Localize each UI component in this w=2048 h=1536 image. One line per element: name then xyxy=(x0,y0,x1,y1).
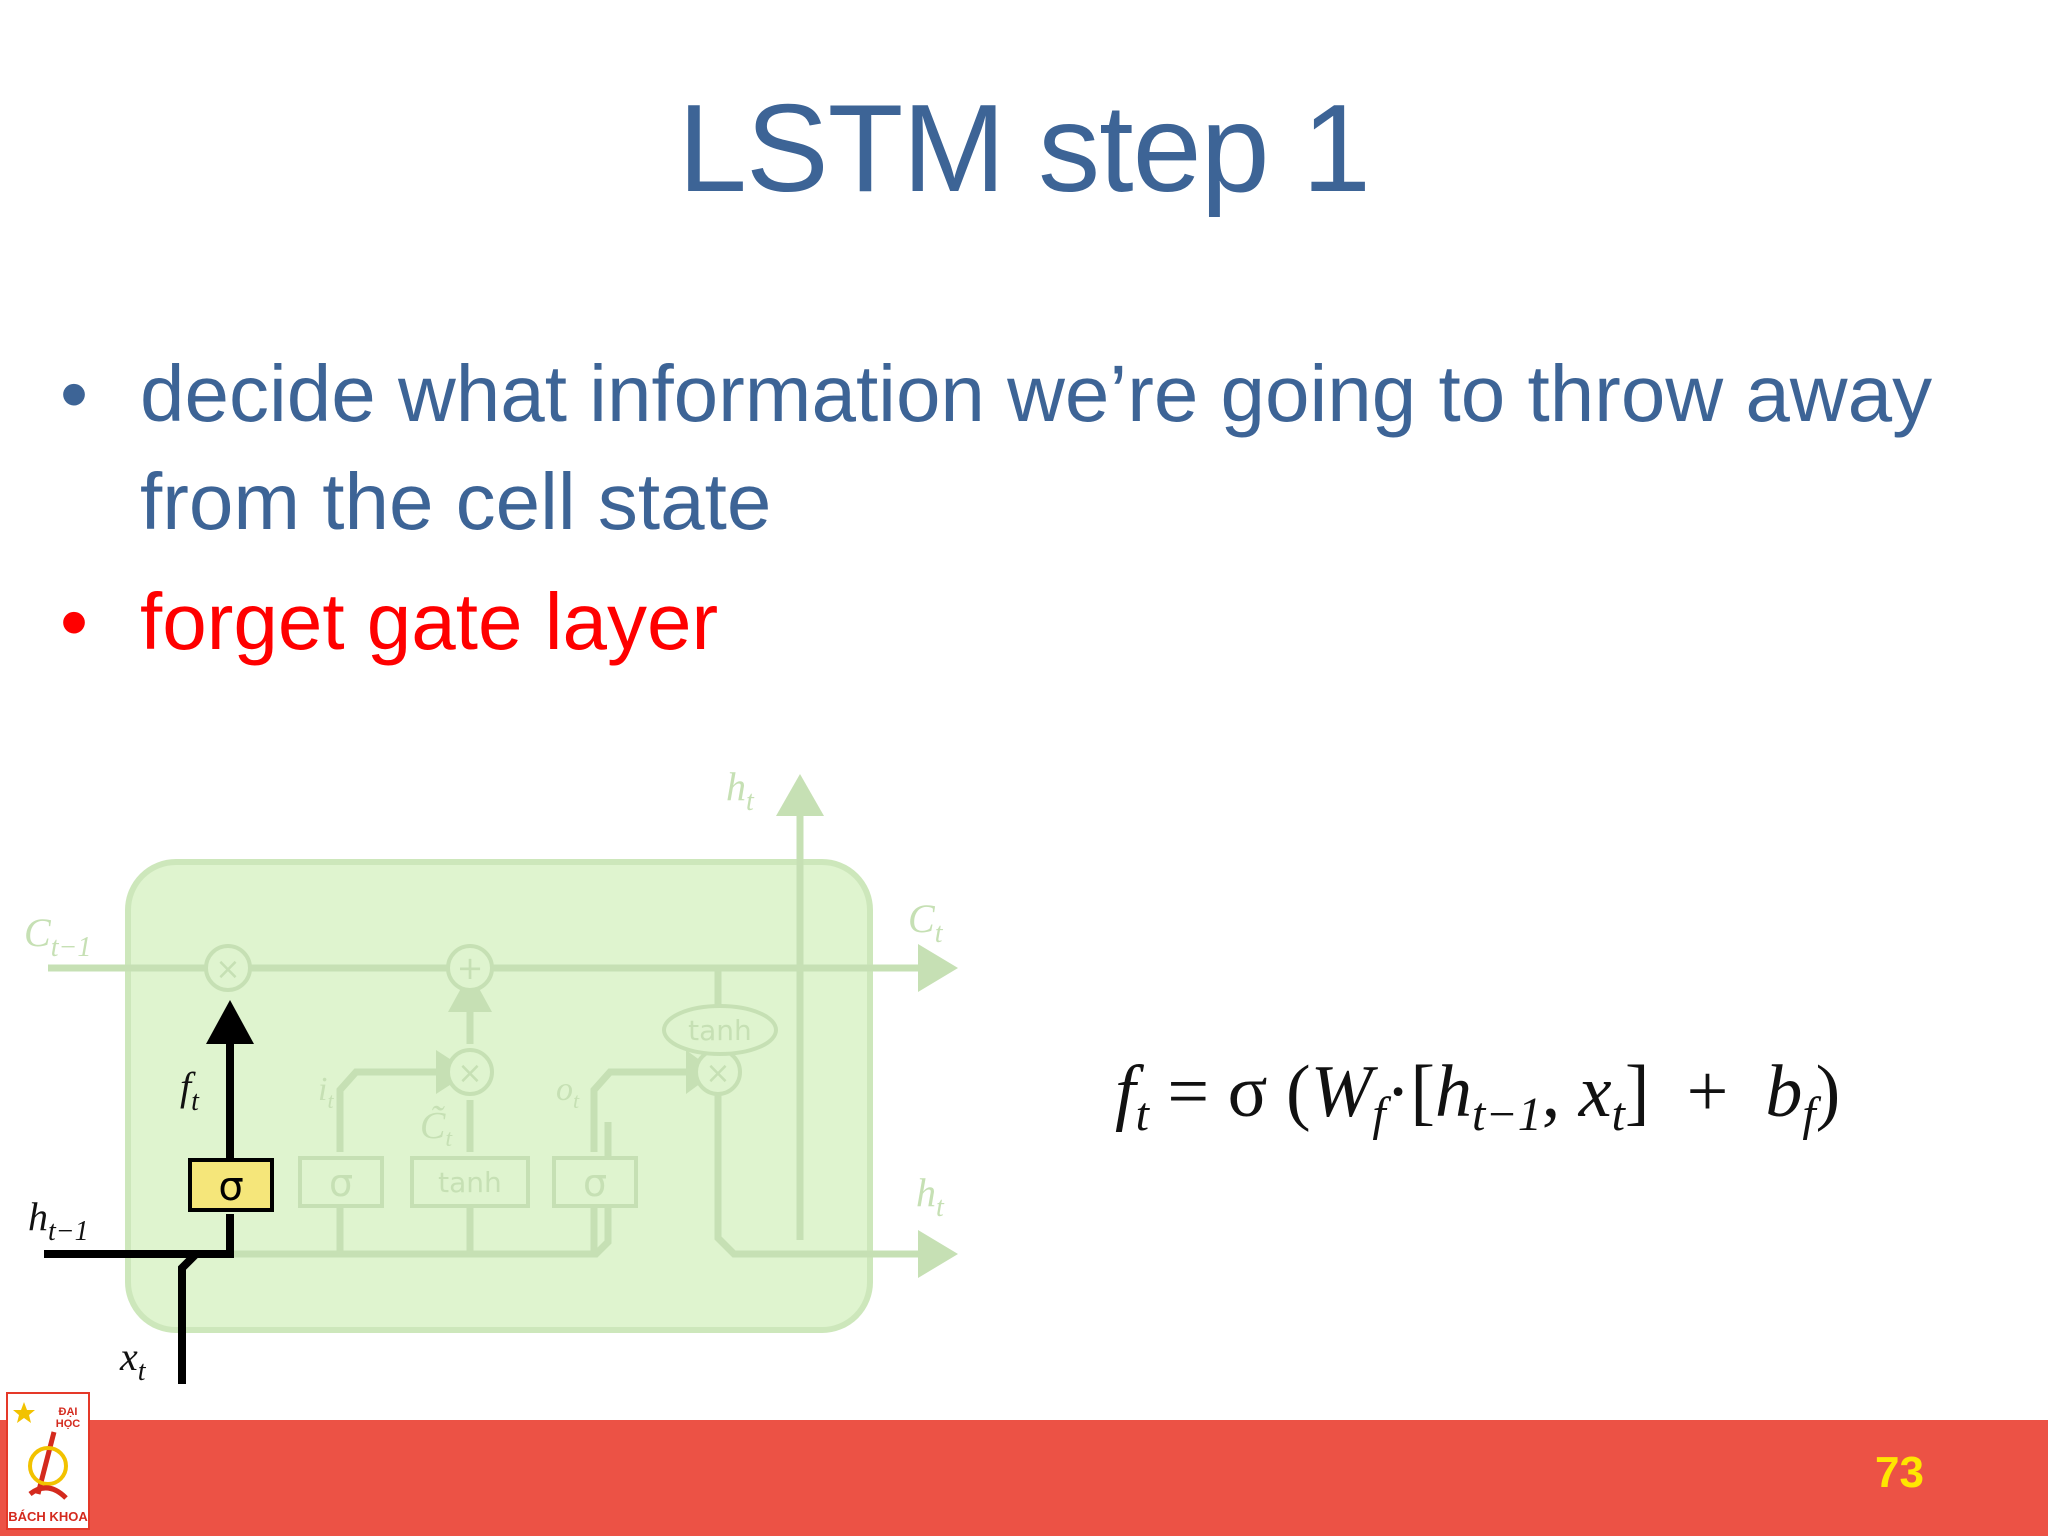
forget-gate-layer[interactable] xyxy=(188,1158,274,1212)
formula-b: b xyxy=(1765,1051,1803,1133)
input-x-label: xt xyxy=(119,1334,147,1387)
input-gate-sigma: σ xyxy=(329,1161,353,1205)
formula-close: ) xyxy=(1815,1051,1841,1133)
forget-gate-formula: ft = σ (Wf·[ht−1, xt] + bf) xyxy=(1115,1050,1840,1142)
formula-lhs: f xyxy=(1115,1051,1136,1133)
top-hidden-label: ht xyxy=(726,764,755,817)
forget-multiply-op xyxy=(204,944,252,992)
output-multiply-symbol: × xyxy=(705,1056,730,1091)
lstm-cell-box xyxy=(125,859,873,1333)
formula-x-sub: t xyxy=(1611,1088,1625,1141)
cell-state-arrowhead xyxy=(918,944,958,992)
footer-bar xyxy=(0,1420,2048,1536)
add-op xyxy=(446,944,494,992)
logo-emblem-icon xyxy=(13,1402,68,1500)
formula-h-sub: t−1 xyxy=(1471,1088,1542,1141)
formula-close-plus: ] + xyxy=(1624,1051,1766,1133)
candidate-layer xyxy=(410,1156,530,1208)
output-hidden-arrowhead xyxy=(918,1230,958,1278)
formula-h: h xyxy=(1434,1051,1472,1133)
output-gate-path xyxy=(590,1068,690,1152)
input-gate-path xyxy=(336,1068,440,1152)
prev-hidden-label: ht−1 xyxy=(28,1194,89,1247)
output-gate-sigma: σ xyxy=(583,1161,607,1205)
formula-w: W xyxy=(1310,1051,1373,1133)
lstm-diagram: × + × × tanh σ tanh σ it ot C̃t Ct−1 Ct … xyxy=(24,764,958,1387)
logo-top-text: ĐẠI HỌC xyxy=(55,1406,81,1430)
output-gate-label: ot xyxy=(556,1071,580,1113)
bullet-list: decide what information we’re going to t… xyxy=(60,340,2010,688)
bullet-item: decide what information we’re going to t… xyxy=(60,340,2010,556)
forget-gate-arrowhead xyxy=(206,1000,254,1044)
slide-title: LSTM step 1 xyxy=(678,80,1371,218)
input-gate-label: it xyxy=(318,1071,334,1113)
add-symbol: + xyxy=(457,949,484,987)
cell-state-out-label: Ct xyxy=(908,896,944,949)
candidate-label: C̃t xyxy=(420,1105,453,1152)
output-gate-layer xyxy=(552,1156,638,1208)
formula-comma: , xyxy=(1541,1051,1579,1133)
formula-b-sub: f xyxy=(1802,1088,1816,1141)
input-gate-layer xyxy=(298,1156,384,1208)
logo-bottom-text: BÁCH KHOA xyxy=(8,1509,88,1524)
prev-cell-state-label: Ct−1 xyxy=(24,910,91,963)
input-multiply-symbol: × xyxy=(457,1056,482,1091)
forget-gate-sigma: σ xyxy=(218,1164,243,1210)
candidate-tanh: tanh xyxy=(438,1166,502,1199)
forget-multiply-symbol: × xyxy=(215,952,240,987)
input-multiply-op xyxy=(446,1048,494,1096)
page-number: 73 xyxy=(1875,1448,1924,1497)
formula-lhs-sub: t xyxy=(1135,1088,1149,1141)
formula-x: x xyxy=(1578,1051,1612,1133)
output-hidden-line xyxy=(714,968,922,1258)
tanh-op xyxy=(662,1004,778,1056)
formula-w-sub: f xyxy=(1372,1088,1386,1141)
top-hidden-arrowhead xyxy=(776,774,824,816)
tanh-op-label: tanh xyxy=(688,1014,752,1047)
bullet-item-highlight: forget gate layer xyxy=(60,568,2010,676)
formula-eq-sigma: = σ ( xyxy=(1167,1051,1311,1133)
x-input-line xyxy=(178,1250,230,1384)
formula-dot-bracket: ·[ xyxy=(1385,1051,1435,1133)
right-hidden-label: ht xyxy=(916,1170,945,1223)
university-logo: ĐẠI HỌC BÁCH KHOA xyxy=(6,1392,90,1530)
